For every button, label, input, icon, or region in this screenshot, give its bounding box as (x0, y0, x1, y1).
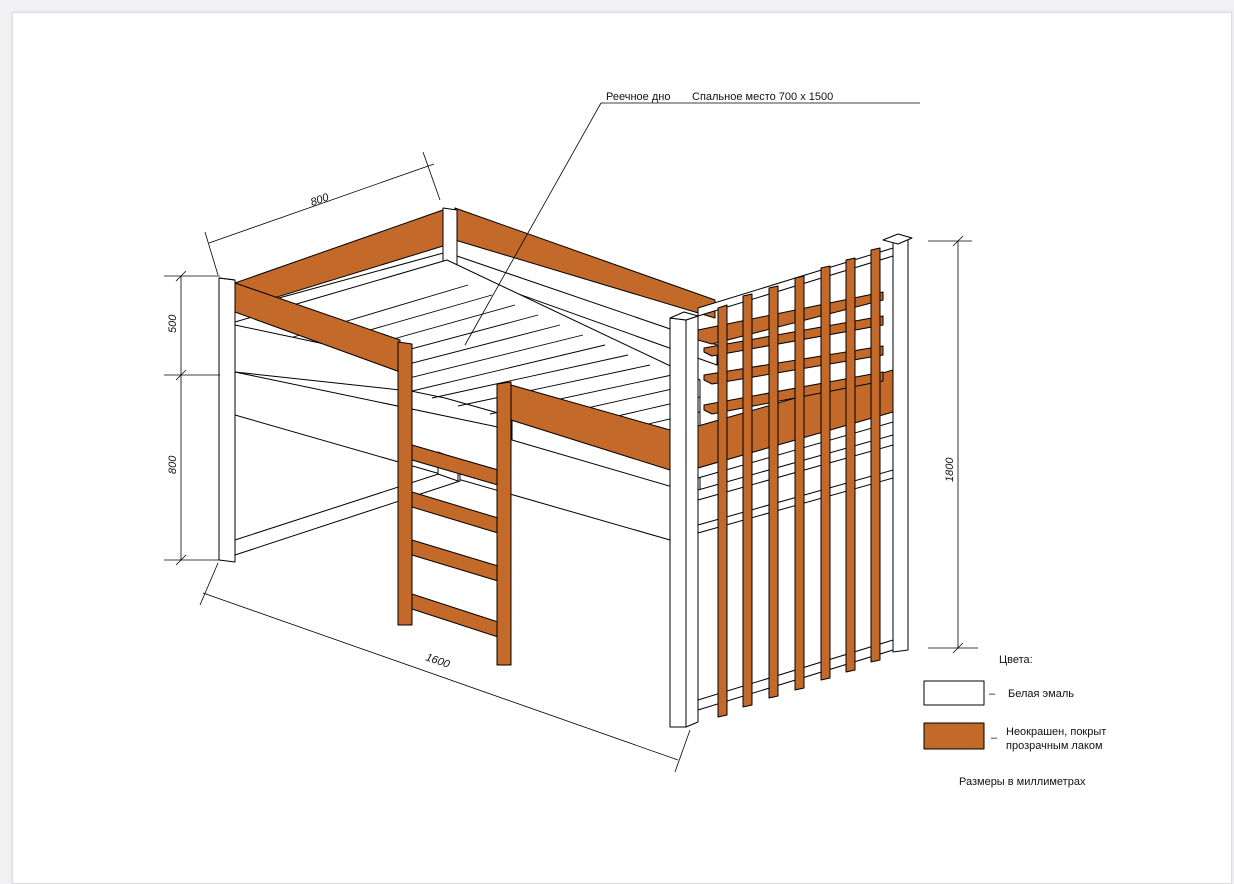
legend-white-label: Белая эмаль (1008, 688, 1074, 700)
legend: Цвета: – Белая эмаль – Неокрашен, покрыт… (923, 654, 1106, 788)
dim-upper-height: 500 (167, 314, 179, 333)
headboard (697, 233, 913, 718)
legend-wood-label-2: прозрачным лаком (1006, 740, 1103, 752)
units-note: Размеры в миллиметрах (959, 776, 1086, 788)
legend-title: Цвета: (999, 654, 1033, 666)
dim-width: 800 (309, 191, 331, 209)
dimension-ticks (175, 235, 964, 654)
dim-length: 1600 (424, 651, 452, 671)
legend-dash-white: – (989, 688, 996, 700)
legend-wood-label-1: Неокрашен, покрыт (1006, 726, 1106, 738)
ladder (397, 341, 512, 666)
callout-sleeping: Спальное место 700 х 1500 (692, 91, 833, 103)
legend-swatch-wood (923, 722, 985, 750)
legend-swatch-white (923, 680, 985, 706)
dimension-lines (164, 102, 978, 773)
legend-dash-wood: – (991, 732, 998, 744)
dim-lower-height: 800 (167, 455, 179, 474)
callout-slats: Реечное дно (606, 91, 670, 103)
dim-total-height: 1800 (944, 457, 956, 482)
left-front-post (218, 277, 236, 563)
front-right-post (669, 317, 687, 728)
